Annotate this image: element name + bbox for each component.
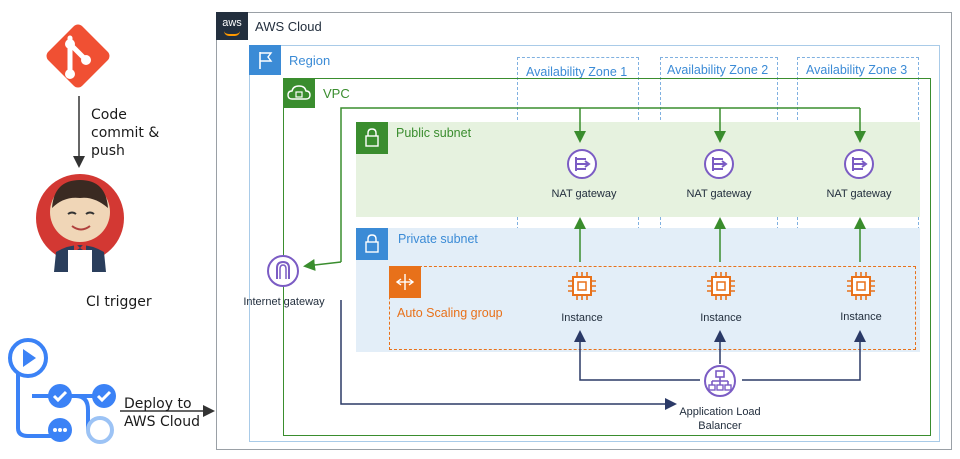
internet-gateway-label: Internet gateway — [243, 296, 325, 308]
code-commit-label: Code commit & push — [91, 107, 160, 159]
az-2-label: Availability Zone 2 — [667, 63, 769, 77]
nat-gateway-1-icon — [566, 148, 598, 180]
auto-scaling-group-label: Auto Scaling group — [397, 306, 503, 320]
vpc-cloud-icon — [283, 78, 315, 108]
instance-1-icon — [566, 270, 598, 302]
region-label: Region — [289, 53, 331, 68]
ci-trigger-label: CI trigger — [86, 294, 152, 310]
internet-gateway-icon — [266, 254, 300, 288]
public-subnet-label: Public subnet — [396, 126, 472, 140]
nat-gateway-2-icon — [703, 148, 735, 180]
nat-gateway-3-label: NAT gateway — [826, 188, 892, 200]
deploy-label: Deploy to AWS Cloud — [124, 396, 200, 430]
public-subnet — [356, 122, 920, 217]
instance-3-label: Instance — [840, 311, 882, 323]
nat-gateway-2-label: NAT gateway — [686, 188, 752, 200]
private-subnet-label: Private subnet — [398, 232, 478, 246]
auto-scaling-icon — [389, 266, 421, 298]
jenkins-icon — [34, 168, 126, 280]
aws-logo-icon: aws — [216, 12, 248, 40]
instance-3-icon — [845, 270, 877, 302]
public-subnet-lock-icon — [356, 122, 388, 154]
region-flag-icon — [249, 45, 281, 75]
nat-gateway-3-icon — [843, 148, 875, 180]
region-container — [249, 45, 940, 442]
aws-cloud-title: AWS Cloud — [255, 19, 322, 34]
az-1-label: Availability Zone 1 — [526, 65, 628, 79]
az-3-label: Availability Zone 3 — [806, 63, 908, 77]
pipeline-icon — [6, 336, 122, 448]
private-subnet — [356, 228, 920, 352]
load-balancer-icon — [703, 364, 737, 398]
instance-2-label: Instance — [700, 312, 742, 324]
aws-cloud-container — [216, 12, 952, 450]
instance-2-icon — [705, 270, 737, 302]
auto-scaling-group — [389, 266, 916, 350]
git-icon — [40, 18, 116, 94]
nat-gateway-1-label: NAT gateway — [551, 188, 617, 200]
instance-1-label: Instance — [561, 312, 603, 324]
private-subnet-lock-icon — [356, 228, 388, 260]
vpc-label: VPC — [323, 86, 350, 101]
load-balancer-label: Application Load Balancer — [679, 406, 761, 432]
